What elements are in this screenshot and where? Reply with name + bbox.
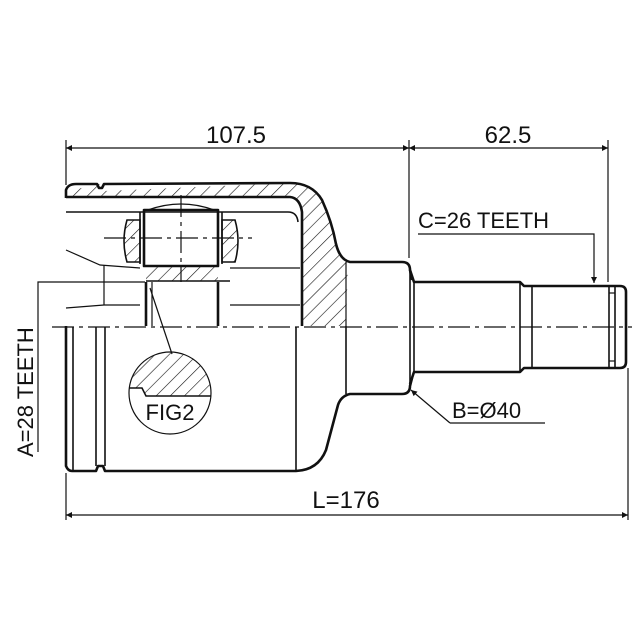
dimension-label-107-5: 107.5 <box>206 122 266 149</box>
callout-diameter-b: B=Ø40 <box>410 389 545 424</box>
detail-label-fig2: FIG2 <box>146 400 195 425</box>
dimension-overall-length: L=176 <box>65 368 629 520</box>
callout-label-a: A=28 TEETH <box>13 327 38 457</box>
detail-fig2: FIG2 <box>128 287 212 435</box>
tripod-body <box>65 249 300 309</box>
callout-spline-a: A=28 TEETH <box>13 281 145 457</box>
dimension-label-l-176: L=176 <box>312 487 379 514</box>
housing-section <box>64 181 414 326</box>
roller-assembly <box>104 195 252 326</box>
dimension-shaft-length: 62.5 <box>409 122 609 282</box>
housing-lower <box>64 326 414 473</box>
dimension-housing-length: 107.5 <box>65 122 410 258</box>
stub-shaft <box>408 268 628 386</box>
callout-label-c: C=26 TEETH <box>418 208 549 233</box>
callout-spline-c: C=26 TEETH <box>418 208 597 283</box>
dimension-label-62-5: 62.5 <box>485 122 532 149</box>
callout-label-b: B=Ø40 <box>452 398 521 423</box>
